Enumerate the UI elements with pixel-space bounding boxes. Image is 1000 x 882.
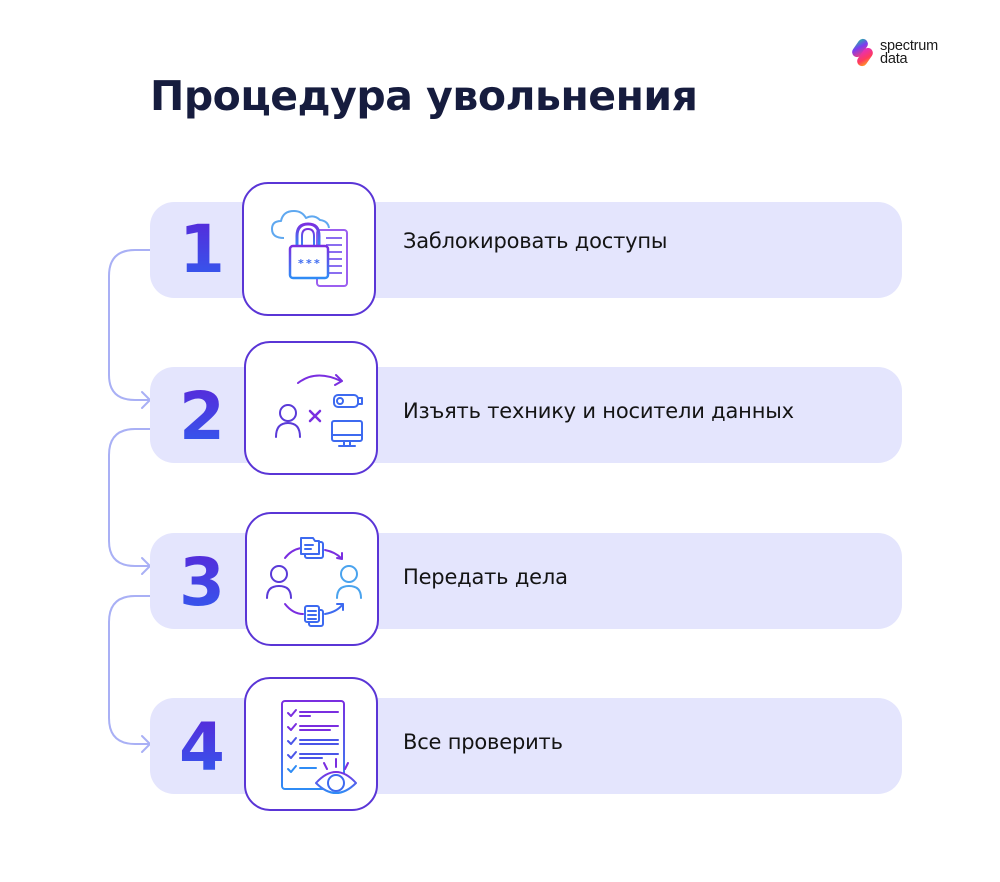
logo-line-1: spectrum [880,38,939,54]
step-3-number: 3 [174,545,230,621]
step-4-label: Все проверить [403,730,563,754]
remove-devices-icon [275,374,363,447]
step-2: 2 Изъять технику и носители данных [0,341,1000,481]
logo-line-2: data [880,51,908,67]
svg-text:*: * [298,257,304,270]
handover-documents-icon [266,537,362,627]
step-3-icon-box [245,512,379,646]
step-3: 3 [0,512,1000,652]
spectrum-data-logo: spectrum data [850,37,938,69]
step-4: 4 [0,677,1000,817]
page-title: Процедура увольнения [150,72,698,120]
spectrum-logo-icon [850,37,876,69]
step-1: 1 *** Заблокироват [0,182,1000,322]
svg-text:*: * [306,257,312,270]
step-2-number: 2 [174,379,230,455]
step-2-label: Изъять технику и носители данных [403,399,794,423]
svg-text:*: * [314,257,320,270]
cloud-lock-icon: *** [271,210,348,287]
step-1-icon-box: *** [242,182,376,316]
step-4-icon-box [244,677,378,811]
checklist-eye-icon [281,700,357,794]
step-1-label: Заблокировать доступы [403,229,668,253]
logo-wordmark: spectrum data [880,38,939,67]
step-2-icon-box [244,341,378,475]
step-1-number: 1 [174,212,230,288]
step-3-label: Передать дела [403,565,568,589]
step-4-number: 4 [174,710,230,786]
